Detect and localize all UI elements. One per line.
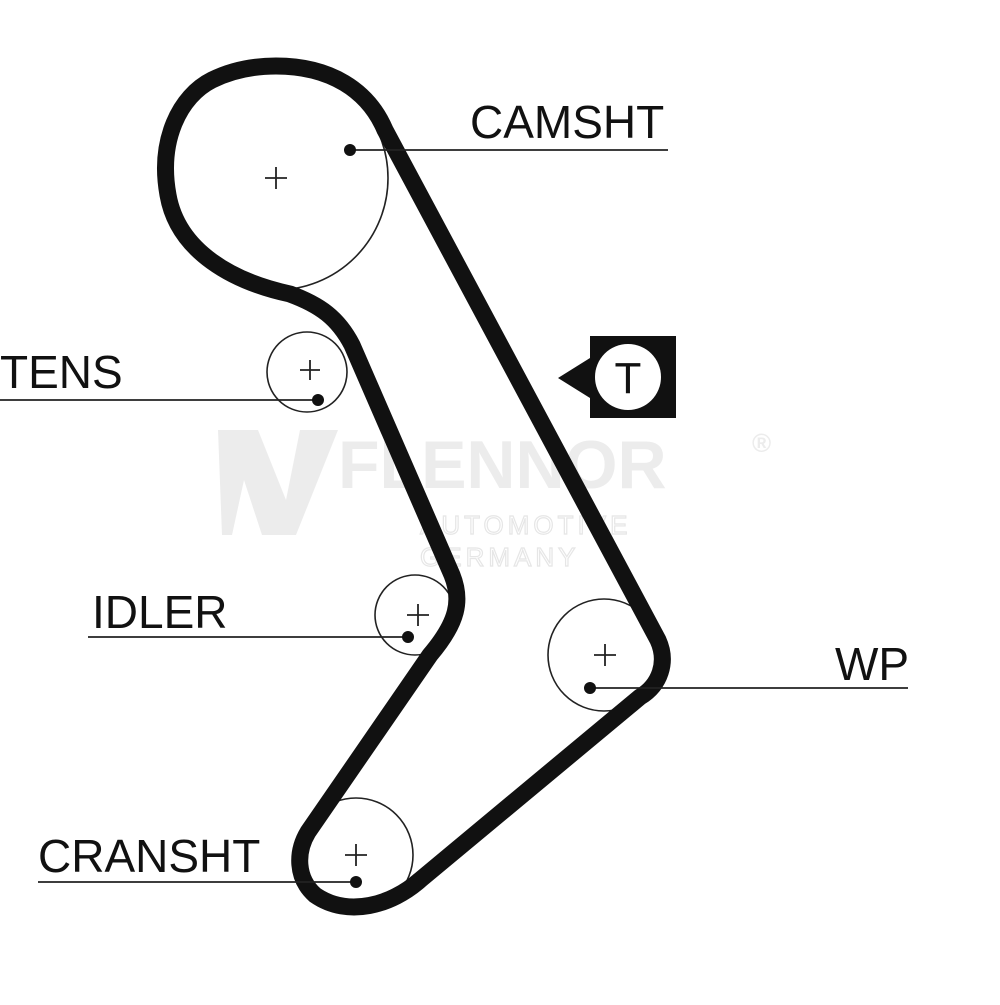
tensioner-leader-dot bbox=[312, 394, 324, 406]
water-pump-center-cross bbox=[594, 644, 616, 666]
water-pump-leader-dot bbox=[584, 682, 596, 694]
camshaft-center-cross bbox=[265, 167, 287, 189]
tension-badge-letter: T bbox=[615, 354, 642, 403]
timing-belt bbox=[157, 57, 671, 916]
tensioner-pulley bbox=[266, 331, 348, 413]
tensioner-center-cross bbox=[300, 360, 320, 380]
watermark-logo-mark bbox=[218, 430, 338, 535]
camshaft-label: CAMSHT bbox=[470, 96, 664, 148]
idler-center-cross bbox=[407, 604, 429, 626]
camshaft-leader-dot bbox=[344, 144, 356, 156]
idler-label: IDLER bbox=[92, 586, 227, 638]
tensioner-label: TENS bbox=[0, 346, 123, 398]
idler-leader-dot bbox=[402, 631, 414, 643]
crankshaft-label: CRANSHT bbox=[38, 830, 260, 882]
belt-tension-badge: T bbox=[558, 336, 676, 418]
watermark-registered: ® bbox=[752, 428, 771, 458]
water-pump-label: WP bbox=[835, 638, 909, 690]
watermark: FLENNOR ® AUTOMOTIVE GERMANY bbox=[218, 427, 771, 573]
crankshaft-leader-dot bbox=[350, 876, 362, 888]
crankshaft-center-cross bbox=[345, 844, 367, 866]
